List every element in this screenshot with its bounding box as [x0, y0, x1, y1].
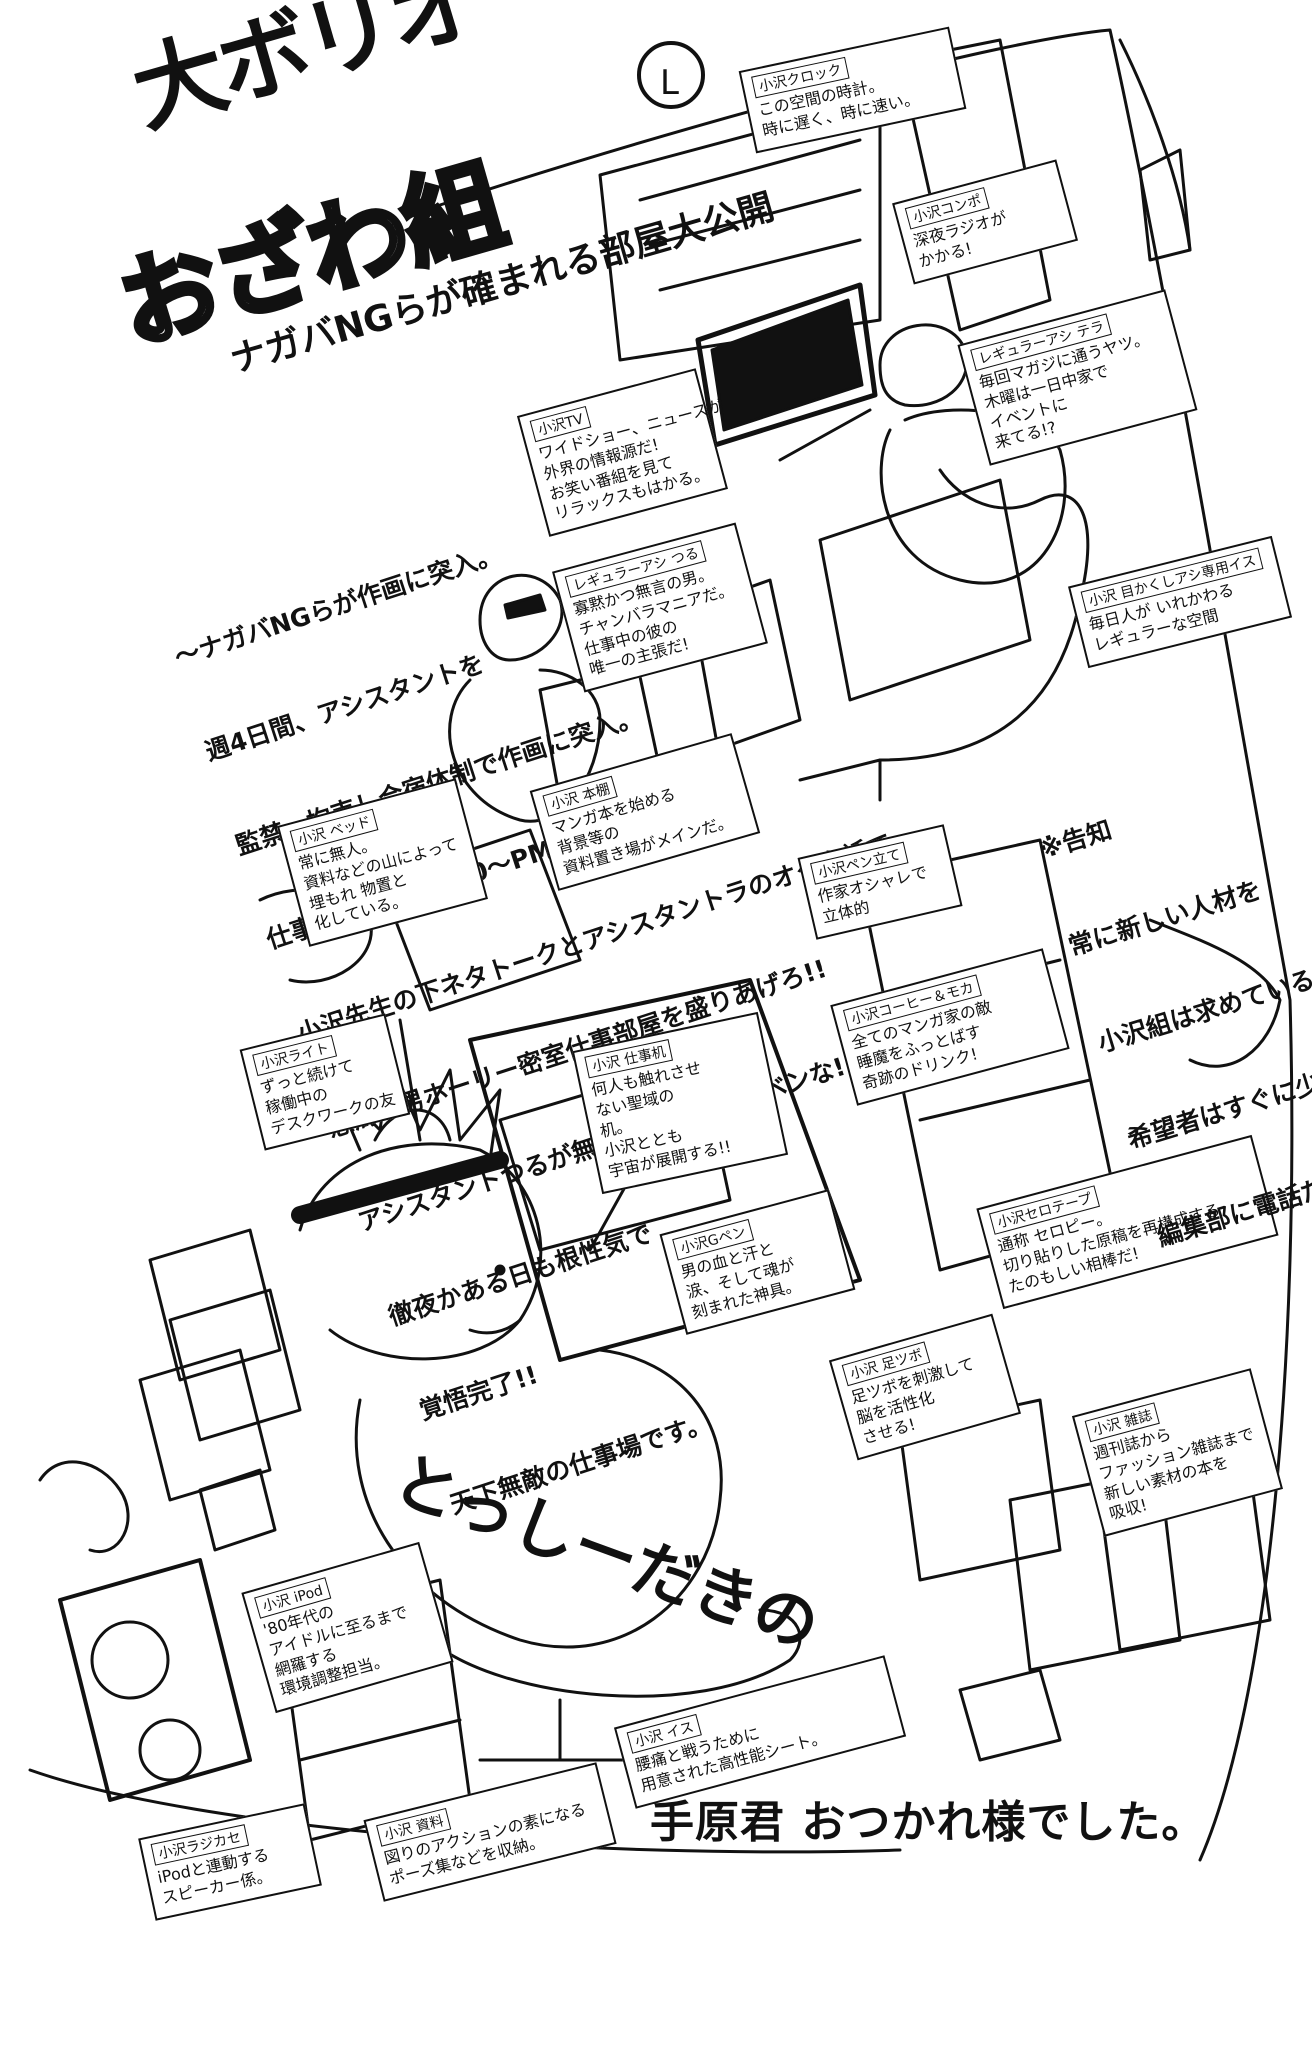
- closing-thanks: 手原君 おつかれ様でした。: [650, 1797, 1207, 1848]
- notice-line: ※告知: [1035, 814, 1115, 865]
- notice-line: 編集部に電話だ!!: [1153, 1165, 1312, 1252]
- notice-line: 常に新しい人材を: [1064, 874, 1265, 962]
- notice-line: 小沢組は求めている!: [1094, 960, 1312, 1058]
- notice-line: 希望者はすぐに少年サンデー: [1124, 1031, 1312, 1155]
- clock-face-glyph: L: [660, 63, 679, 103]
